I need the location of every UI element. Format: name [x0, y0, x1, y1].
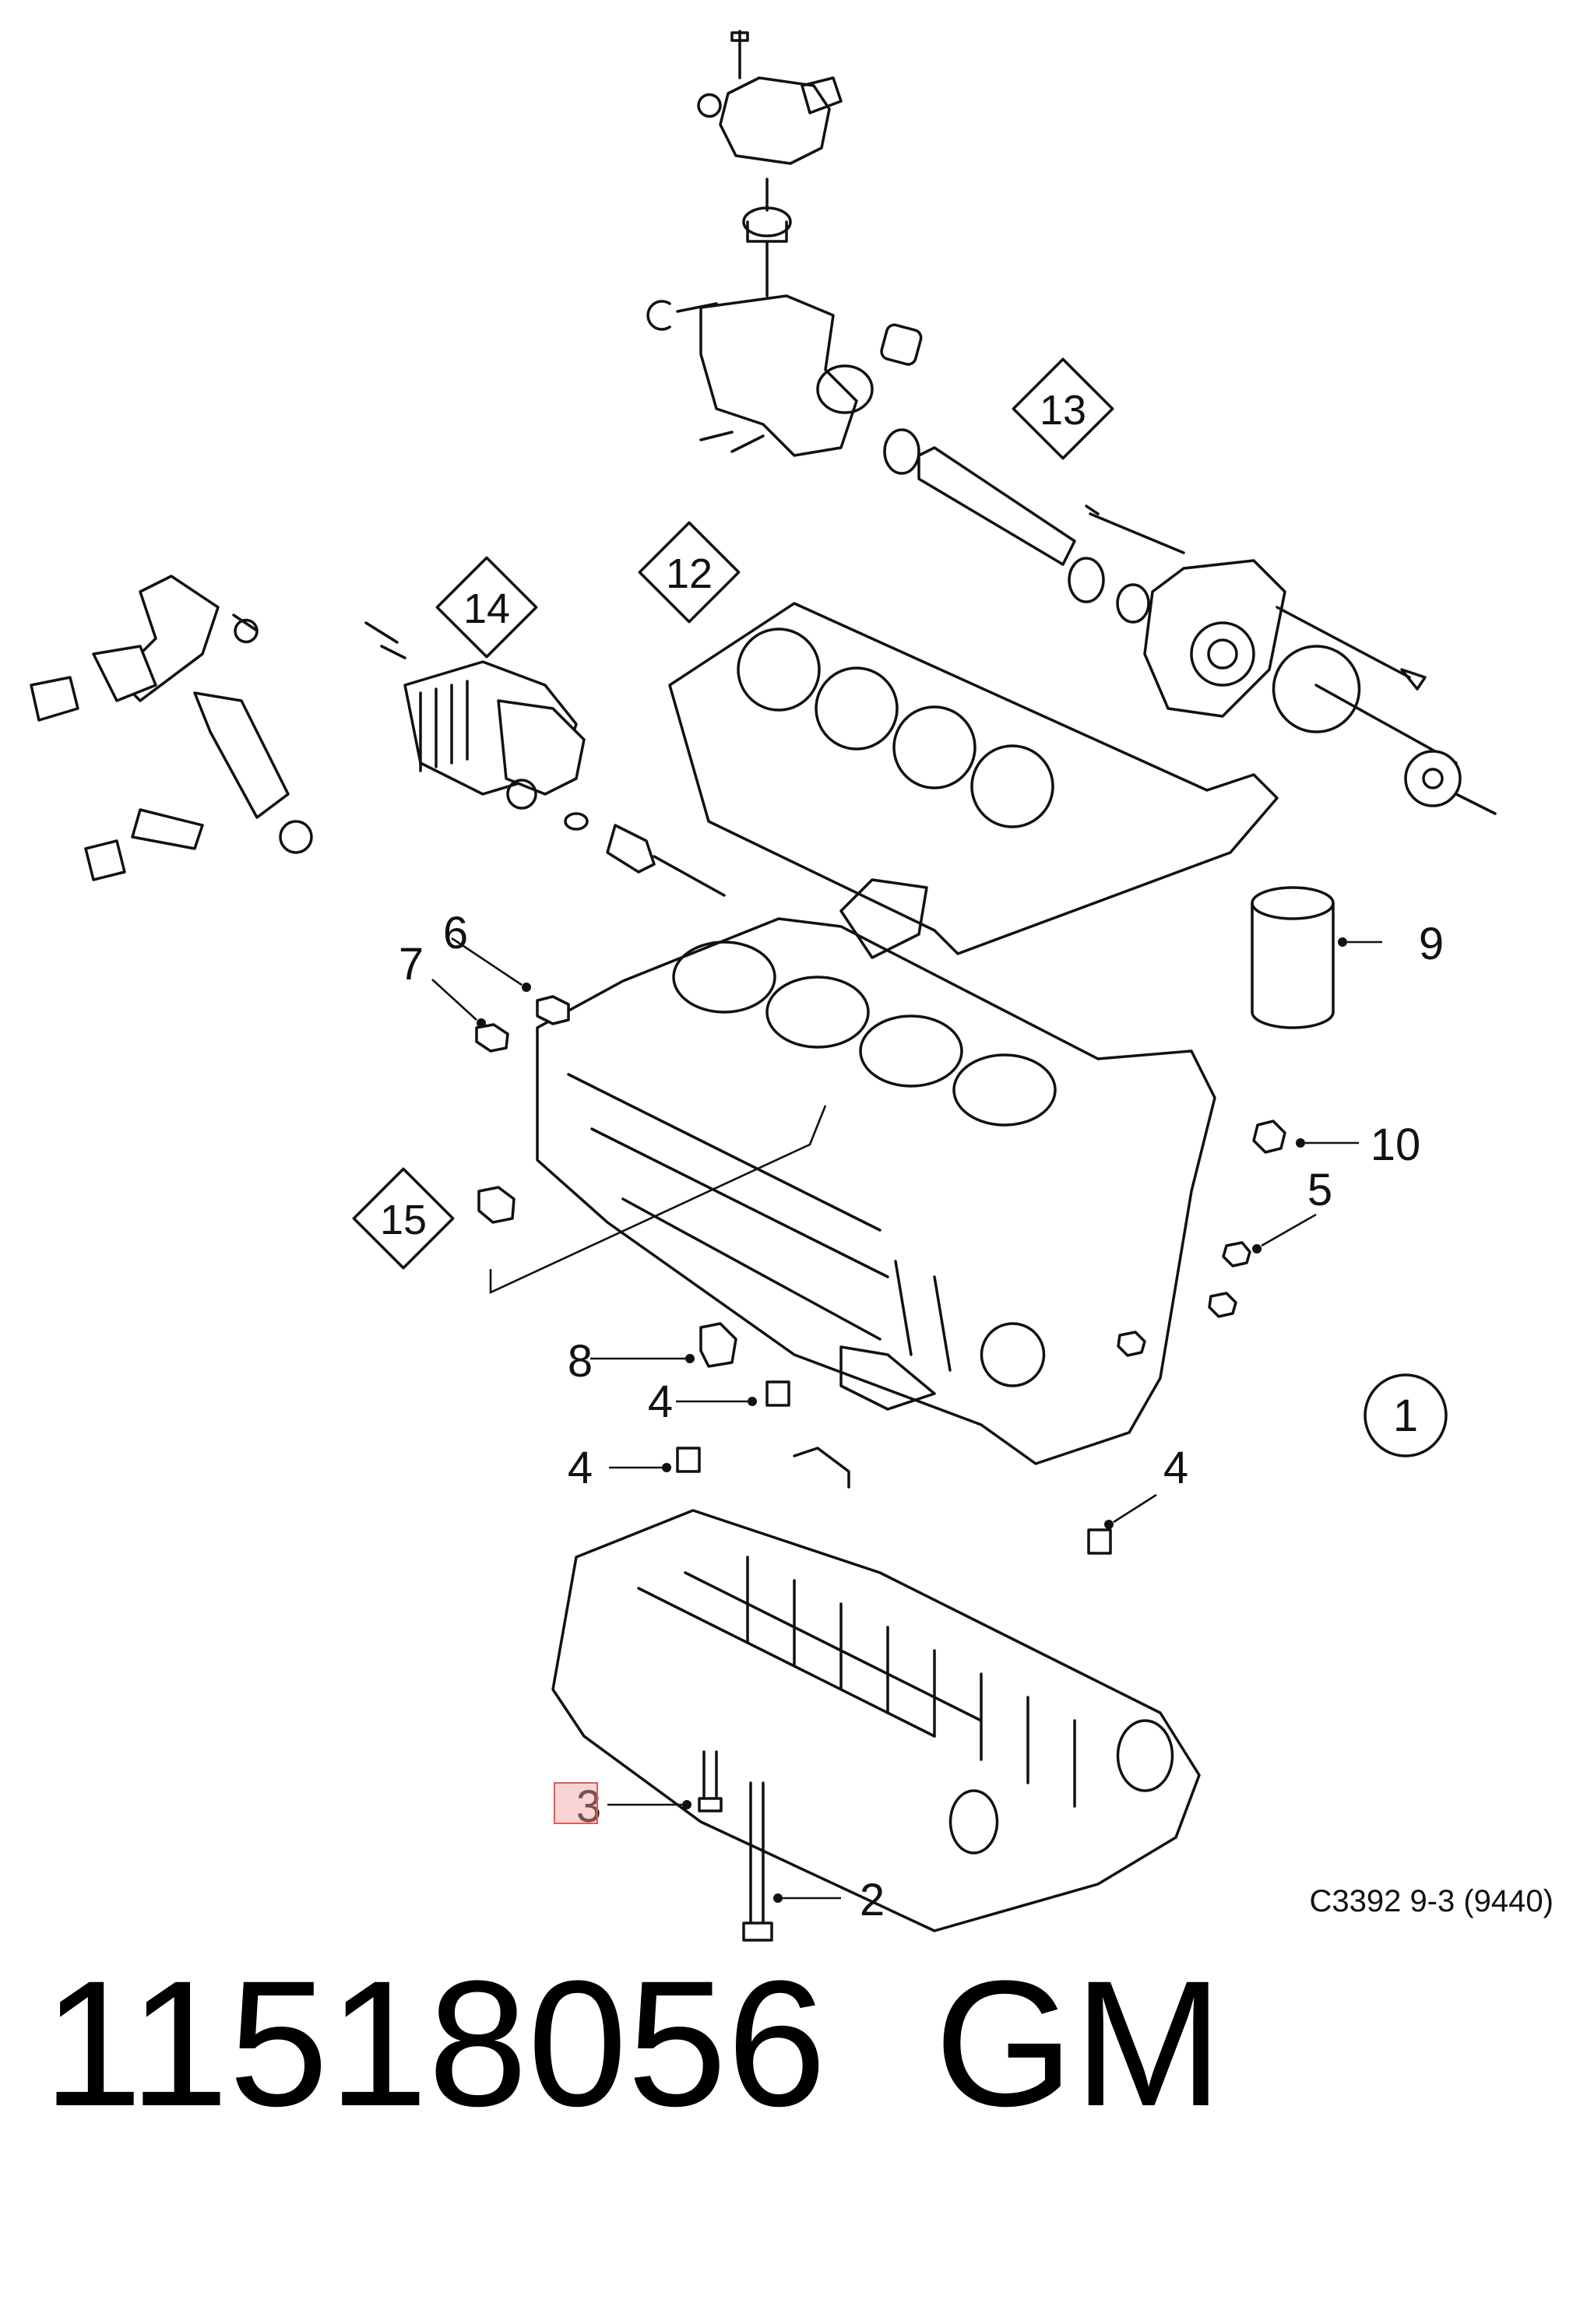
- callout-4c: 4: [1163, 1443, 1188, 1493]
- callout-5: 5: [1307, 1165, 1332, 1215]
- small-parts: [475, 995, 1286, 1555]
- box-14: [435, 556, 538, 659]
- callout-7: 7: [399, 939, 424, 990]
- callout-6: 6: [443, 908, 468, 958]
- thermostat-housing-assembly: [646, 30, 923, 457]
- bedplate: [551, 1447, 1201, 1932]
- callout-10: 10: [1371, 1120, 1421, 1170]
- water-pump-assembly: [883, 428, 1497, 815]
- callout-15: 15: [380, 1197, 427, 1243]
- brand-label: GM: [934, 1943, 1223, 2143]
- callout-2: 2: [860, 1875, 885, 1925]
- part-number: 11518056: [43, 1943, 827, 2143]
- boxed-callouts: 13 12 14 15: [352, 357, 1114, 1270]
- cylinder-liner: [1251, 886, 1335, 1029]
- diagram-code: C3392 9-3 (9440): [1309, 1884, 1554, 1918]
- callout-12: 12: [666, 550, 713, 597]
- callout-14: 14: [463, 585, 510, 632]
- box-12: [638, 521, 741, 624]
- bolts: [698, 1750, 773, 1942]
- box-13: [1012, 357, 1114, 460]
- highlight-marker: [554, 1782, 598, 1824]
- callout-4a: 4: [648, 1376, 673, 1427]
- leader-lines: [431, 937, 1382, 1903]
- callout-1-circle: [1364, 1373, 1448, 1457]
- cylinder-head-gasket: [668, 602, 1279, 955]
- callout-8: 8: [568, 1336, 593, 1387]
- callout-1: 1: [1393, 1391, 1418, 1441]
- oil-cooler-assembly: [30, 575, 726, 897]
- engine-block: [536, 878, 1216, 1465]
- callout-9: 9: [1419, 919, 1444, 969]
- callout-4b: 4: [568, 1443, 593, 1493]
- box-15: [352, 1167, 455, 1270]
- callout-13: 13: [1040, 387, 1086, 434]
